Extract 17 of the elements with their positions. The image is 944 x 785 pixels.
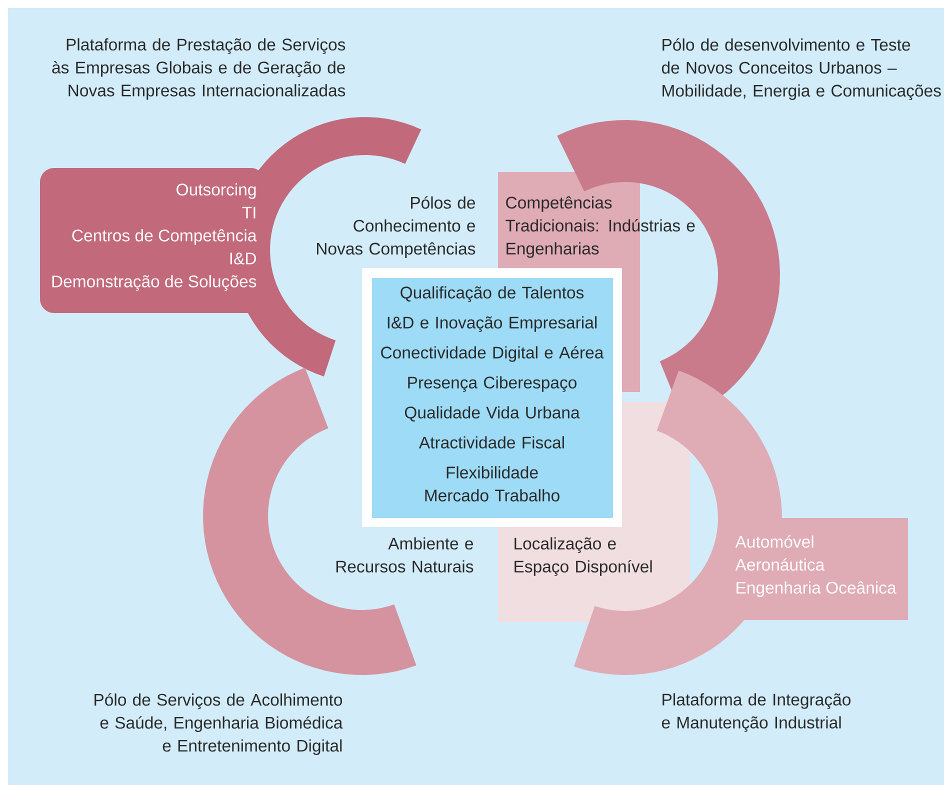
cluster-title: Plataforma de Prestação de Serviços às Empresas Globais e de Geração de Novas Empresas Internacionalizadas bbox=[52, 38, 346, 100]
area-label: Pólos de Conhecimento e Novas Competências bbox=[317, 196, 476, 258]
node-label: I&D bbox=[230, 252, 256, 264]
cluster-title: Pólo de Serviços de Acolhimento e Saúde, Engenharia Biomédica e Entretenimento Digital bbox=[94, 693, 343, 755]
node-label: Engenharia Oceânica bbox=[736, 581, 896, 597]
service-box: Automóvel Aeronáutica Engenharia Oceânica bbox=[718, 518, 908, 620]
node-label: Centros de Competência bbox=[72, 229, 257, 245]
factor-box: Qualificação de Talentos I&D e Inovação Empresarial Conectividade Digital e Aérea Presença Ciberespaço Qualidade Vida Urbana Atractividade Fiscal Flexibilidade Mercado Trabalho bbox=[362, 268, 622, 527]
service-box: Outsorcing TI Centros de Competência I&D Demonstração de Soluções bbox=[40, 168, 265, 313]
node-label: Demonstração de Soluções bbox=[52, 275, 256, 291]
area-label: Ambiente e Recursos Naturais bbox=[336, 537, 474, 572]
node-label: Aeronáutica bbox=[735, 558, 825, 571]
node-label: Automóvel bbox=[735, 535, 814, 548]
node-label: TI bbox=[242, 206, 256, 218]
cluster-title: Plataforma de Integração e Manutenção Industrial bbox=[662, 693, 850, 732]
node-label: Outsorcing bbox=[176, 183, 256, 199]
cluster-title: Pólo de desenvolvimento e Teste de Novos Conceitos Urbanos – Mobilidade, Energia e Comunicações bbox=[662, 38, 941, 100]
